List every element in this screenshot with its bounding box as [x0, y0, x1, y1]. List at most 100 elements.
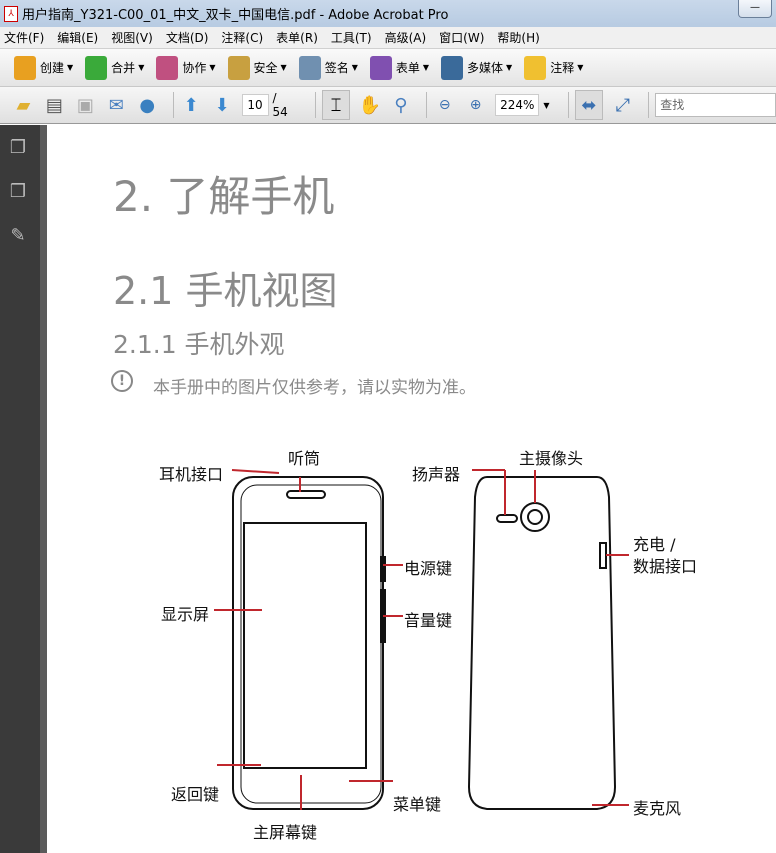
label-power-key: 电源键 — [404, 559, 453, 578]
next-page-icon[interactable]: ⬇ — [214, 94, 230, 116]
label-main-camera: 主摄像头 — [519, 449, 584, 468]
menu-advanced[interactable]: 高级(A) — [384, 31, 427, 45]
find-input[interactable]: 查找 — [655, 93, 776, 117]
title-bar: ⅄ 用户指南_Y321-C00_01_中文_双卡_中国电信.pdf - Adob… — [0, 0, 776, 27]
label-back-key: 返回键 — [171, 785, 220, 804]
menu-edit[interactable]: 编辑(E) — [57, 31, 99, 45]
receiver — [286, 490, 326, 499]
zoom-out-icon[interactable]: ⊖ — [438, 97, 451, 113]
phone-diagram — [214, 469, 629, 810]
zoom-in-icon[interactable]: ⊕ — [469, 97, 482, 113]
label-menu-key: 菜单键 — [393, 795, 442, 814]
label-volume-key: 音量键 — [404, 611, 453, 630]
navigation-pane: ❐ ❒ ✎ — [0, 125, 40, 853]
sign-icon — [298, 55, 321, 80]
divider — [314, 92, 316, 118]
secure-label: 安全 — [253, 61, 278, 75]
secure-button[interactable]: 安全▼ — [227, 55, 287, 80]
phone-back-outline — [467, 476, 617, 810]
hand-tool-icon[interactable]: ✋ — [358, 94, 382, 116]
sign-label: 签名 — [324, 61, 349, 75]
open-icon[interactable]: ▰ — [16, 94, 31, 116]
comment-button[interactable]: 注释▼ — [524, 55, 584, 80]
zoom-level-select[interactable]: 224% — [495, 94, 540, 116]
document-page: 2. 了解手机 2.1 手机视图 2.1.1 手机外观 ! 本手册中的图片仅供参… — [47, 125, 776, 853]
window-title: 用户指南_Y321-C00_01_中文_双卡_中国电信.pdf - Adobe … — [22, 8, 449, 23]
save-icon[interactable]: ▣ — [76, 94, 94, 116]
chevron-down-icon: ▼ — [280, 63, 287, 72]
subsection-heading: 2.1.1 手机外观 — [113, 330, 285, 359]
chevron-down-icon[interactable]: ▼ — [543, 100, 550, 110]
pdf-icon: ⅄ — [4, 5, 18, 22]
previous-page-icon[interactable]: ⬆ — [183, 94, 199, 116]
label-speaker: 扬声器 — [412, 465, 461, 484]
multimedia-icon — [441, 55, 464, 80]
forms-button[interactable]: 表单▼ — [369, 55, 430, 80]
menu-forms[interactable]: 表单(R) — [276, 31, 318, 45]
label-receiver: 听筒 — [288, 449, 321, 468]
chevron-down-icon: ▼ — [577, 63, 584, 72]
note-icon: ! — [111, 370, 133, 392]
chevron-down-icon: ▼ — [422, 63, 430, 72]
chevron-down-icon: ▼ — [138, 63, 145, 72]
total-pages: / 54 — [272, 91, 288, 119]
tasks-toolbar: 创建▼合并▼协作▼安全▼签名▼表单▼多媒体▼注释▼ — [0, 48, 776, 87]
menu-comments[interactable]: 注释(C) — [221, 31, 264, 45]
create-icon — [14, 55, 36, 80]
menu-tools[interactable]: 工具(T) — [330, 31, 372, 45]
signatures-icon[interactable]: ✎ — [10, 225, 26, 246]
page-number-input[interactable]: 10 — [241, 94, 269, 116]
chevron-down-icon: ▼ — [209, 63, 216, 72]
email-icon[interactable]: ✉ — [108, 94, 124, 116]
menu-view[interactable]: 视图(V) — [111, 31, 153, 45]
collaborate-icon — [156, 55, 179, 80]
label-home-key: 主屏幕键 — [253, 823, 318, 842]
divider — [648, 92, 650, 118]
collaborate-label: 协作 — [182, 61, 207, 75]
collaborate-button[interactable]: 协作▼ — [156, 55, 216, 80]
multimedia-label: 多媒体 — [467, 61, 504, 75]
fit-page-icon[interactable]: ⤢ — [615, 94, 630, 116]
phone-screen — [243, 522, 367, 769]
combine-label: 合并 — [111, 61, 136, 75]
note-text: 本手册中的图片仅供参考，请以实物为准。 — [153, 378, 476, 398]
pages-icon[interactable]: ❐ — [9, 137, 27, 158]
combine-button[interactable]: 合并▼ — [85, 55, 145, 80]
create-button[interactable]: 创建▼ — [14, 55, 73, 80]
select-tool-icon[interactable]: ⌶ — [321, 90, 351, 120]
multimedia-button[interactable]: 多媒体▼ — [441, 55, 513, 80]
chevron-down-icon: ▼ — [351, 63, 358, 72]
create-label: 创建 — [40, 61, 65, 75]
comment-icon — [524, 55, 547, 80]
page-gutter — [40, 125, 47, 853]
file-toolbar: ▰ ▤ ▣ ✉ ● ⬆ ⬇ 10 / 54 ⌶ ✋ ⚲ ⊖ ⊕ 224% ▼ ⬌… — [0, 87, 776, 124]
chevron-down-icon: ▼ — [506, 63, 513, 72]
upload-globe-icon[interactable]: ● — [139, 94, 156, 116]
menu-document[interactable]: 文档(D) — [165, 31, 209, 45]
fit-width-icon[interactable]: ⬌ — [574, 90, 604, 120]
section-heading: 2.1 手机视图 — [113, 269, 338, 313]
menu-window[interactable]: 窗口(W) — [439, 31, 485, 45]
secure-icon — [227, 55, 250, 80]
label-data-port: 数据接口 — [633, 557, 698, 576]
menu-bar: 文件(F) 编辑(E) 视图(V) 文档(D) 注释(C) 表单(R) 工具(T… — [0, 27, 776, 48]
sign-button[interactable]: 签名▼ — [298, 55, 358, 80]
label-charge: 充电 / — [633, 535, 676, 554]
marquee-zoom-icon[interactable]: ⚲ — [394, 94, 408, 116]
minimize-button[interactable]: — — [738, 0, 772, 18]
forms-label: 表单 — [395, 61, 420, 75]
chapter-heading: 2. 了解手机 — [113, 172, 335, 221]
camera — [520, 502, 550, 532]
phone-front-outline — [232, 476, 384, 810]
menu-file[interactable]: 文件(F) — [4, 31, 45, 45]
bookmarks-icon[interactable]: ❒ — [9, 181, 27, 202]
label-display: 显示屏 — [161, 605, 210, 624]
comment-label: 注释 — [550, 61, 575, 75]
divider — [567, 92, 569, 118]
combine-icon — [85, 55, 108, 80]
label-microphone: 麦克风 — [633, 799, 682, 818]
forms-icon — [369, 55, 392, 80]
print-icon[interactable]: ▤ — [45, 94, 63, 116]
divider — [172, 92, 174, 118]
menu-help[interactable]: 帮助(H) — [497, 31, 540, 45]
